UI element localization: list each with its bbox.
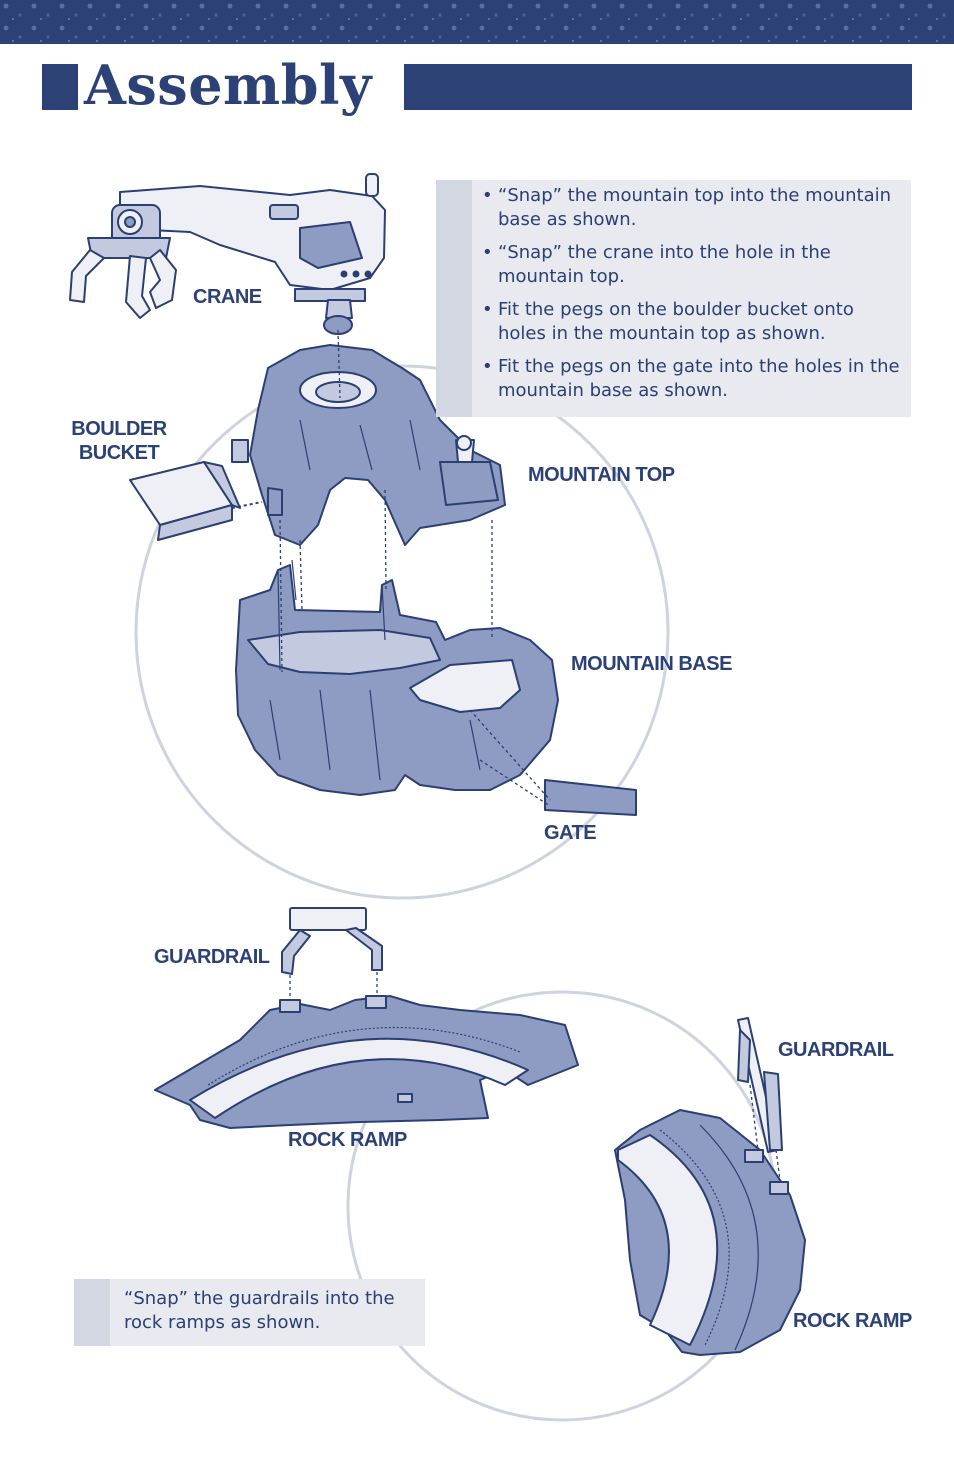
crane-illustration	[69, 173, 386, 335]
guardrail-instructions-box: “Snap” the guardrails into the rock ramp…	[74, 1279, 425, 1346]
mountain-base-illustration	[235, 559, 559, 796]
label-gate: GATE	[544, 822, 597, 844]
instruction-item: •“Snap” the mountain top into the mounta…	[482, 184, 903, 232]
instruction-text: “Snap” the crane into the hole in the mo…	[498, 242, 831, 287]
note-stripe	[74, 1279, 110, 1346]
boulder-bucket-illustration	[129, 461, 263, 541]
mountain-top-illustration	[231, 344, 506, 546]
label-rock-ramp-right: ROCK RAMP	[793, 1310, 912, 1332]
label-mountain-base: MOUNTAIN BASE	[571, 653, 732, 675]
bullet: •	[482, 185, 493, 206]
instruction-item: •Fit the pegs on the gate into the holes…	[482, 355, 903, 403]
assembly-instructions-list: •“Snap” the mountain top into the mounta…	[482, 184, 903, 412]
guardrail-instructions-text: “Snap” the guardrails into the rock ramp…	[124, 1288, 395, 1333]
title-right-bar	[404, 64, 912, 110]
bullet: •	[482, 356, 493, 377]
label-guardrail-top: GUARDRAIL	[154, 946, 270, 968]
label-mountain-top: MOUNTAIN TOP	[528, 464, 675, 486]
instruction-item: •Fit the pegs on the boulder bucket onto…	[482, 298, 903, 346]
label-boulder-bucket-line1: BOULDER	[71, 418, 167, 440]
guardrail-top-illustration	[281, 907, 383, 1004]
note-stripe	[436, 180, 472, 417]
gate-illustration	[544, 779, 637, 816]
title-left-block	[42, 64, 78, 110]
dot-pattern	[0, 0, 954, 44]
rock-ramp-left-illustration	[154, 995, 579, 1129]
page-title-area: Assembly	[42, 53, 912, 122]
assembly-instructions-box: •“Snap” the mountain top into the mounta…	[436, 180, 911, 417]
label-guardrail-right: GUARDRAIL	[778, 1039, 894, 1061]
rock-ramp-right-illustration	[614, 1109, 806, 1356]
bullet: •	[482, 299, 493, 320]
page-title: Assembly	[84, 53, 372, 117]
header-dotted-band	[0, 0, 954, 44]
dashed-guide-lines-upper	[279, 329, 551, 807]
guardrail-right-illustration	[737, 1017, 783, 1181]
instruction-item: •“Snap” the crane into the hole in the m…	[482, 241, 903, 289]
guide-circle-upper	[134, 364, 670, 900]
label-boulder-bucket-line2: BUCKET	[78, 442, 160, 464]
bullet: •	[482, 242, 493, 263]
label-rock-ramp-left: ROCK RAMP	[288, 1129, 407, 1151]
label-crane: CRANE	[193, 286, 262, 308]
instruction-text: Fit the pegs on the gate into the holes …	[498, 356, 900, 401]
instruction-text: “Snap” the mountain top into the mountai…	[498, 185, 892, 230]
instruction-text: Fit the pegs on the boulder bucket onto …	[498, 299, 854, 344]
